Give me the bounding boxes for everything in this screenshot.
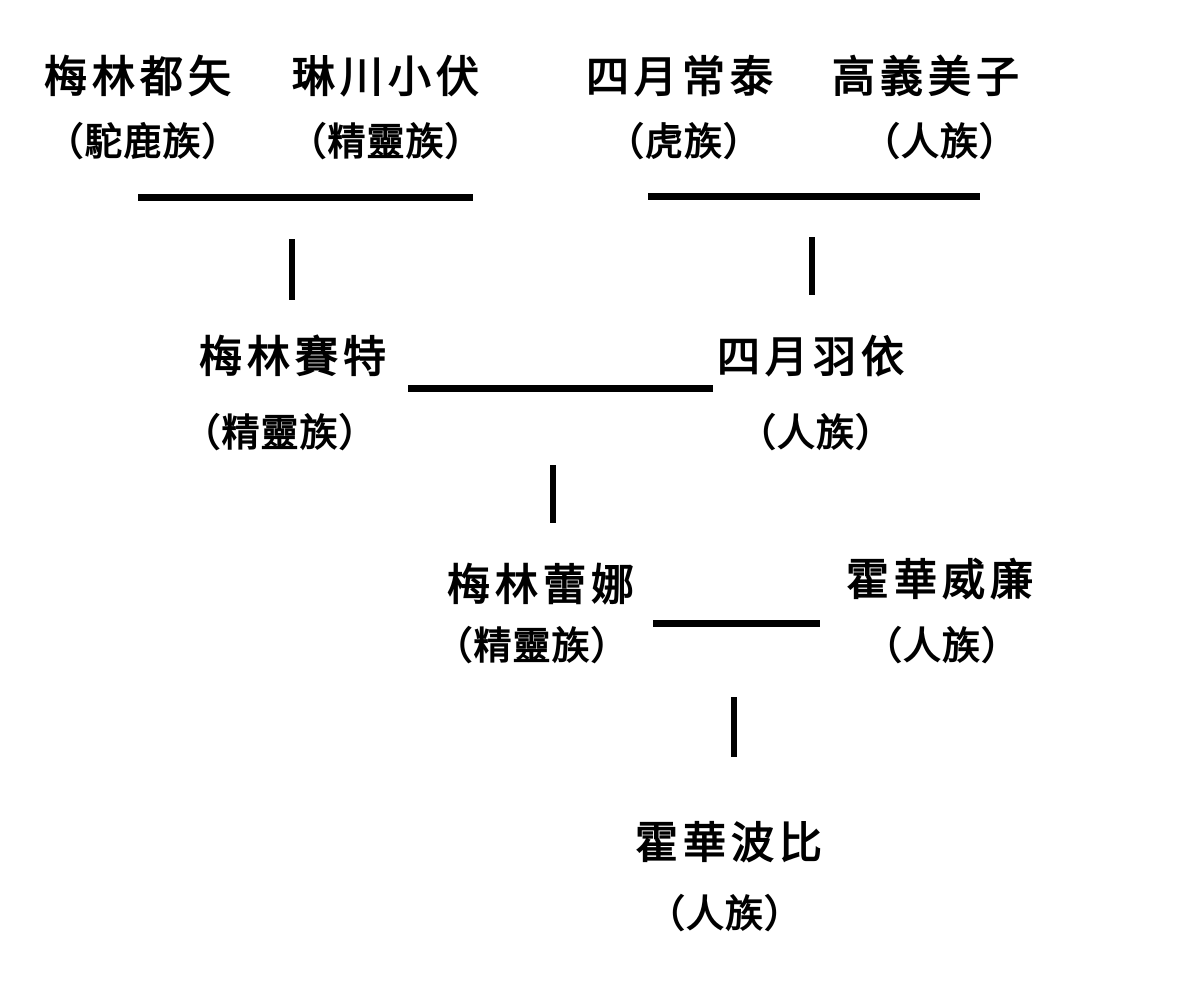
person-name: 四月羽依 (717, 335, 909, 382)
person-name: 琳川小伏 (292, 55, 484, 102)
descent-line-to-saite (289, 239, 295, 300)
person-race: （虎族） (605, 122, 763, 164)
person-race: （人族） (863, 626, 1021, 668)
marriage-line-couple4 (653, 620, 820, 627)
person-name: 梅林都矢 (44, 55, 236, 102)
person-race: （人族） (861, 122, 1019, 164)
descent-line-to-yuyi (809, 237, 815, 295)
descent-line-to-bobi (731, 697, 737, 757)
person-race: （人族） (737, 413, 895, 455)
person-name: 梅林賽特 (199, 335, 391, 382)
person-name: 霍華威廉 (846, 558, 1038, 605)
descent-line-to-leina (550, 465, 556, 523)
person-name: 霍華波比 (635, 821, 827, 868)
marriage-line-couple3 (408, 385, 713, 392)
person-name: 四月常泰 (586, 55, 778, 102)
person-race: （精靈族） (182, 413, 378, 455)
person-name: 梅林蕾娜 (447, 563, 639, 610)
person-race: （駝鹿族） (45, 122, 241, 164)
person-name: 高義美子 (832, 55, 1024, 102)
marriage-line-couple2 (648, 193, 980, 200)
person-race: （人族） (646, 894, 804, 936)
marriage-line-couple1 (138, 194, 473, 201)
person-race: （精靈族） (288, 122, 484, 164)
person-race: （精靈族） (434, 626, 630, 668)
